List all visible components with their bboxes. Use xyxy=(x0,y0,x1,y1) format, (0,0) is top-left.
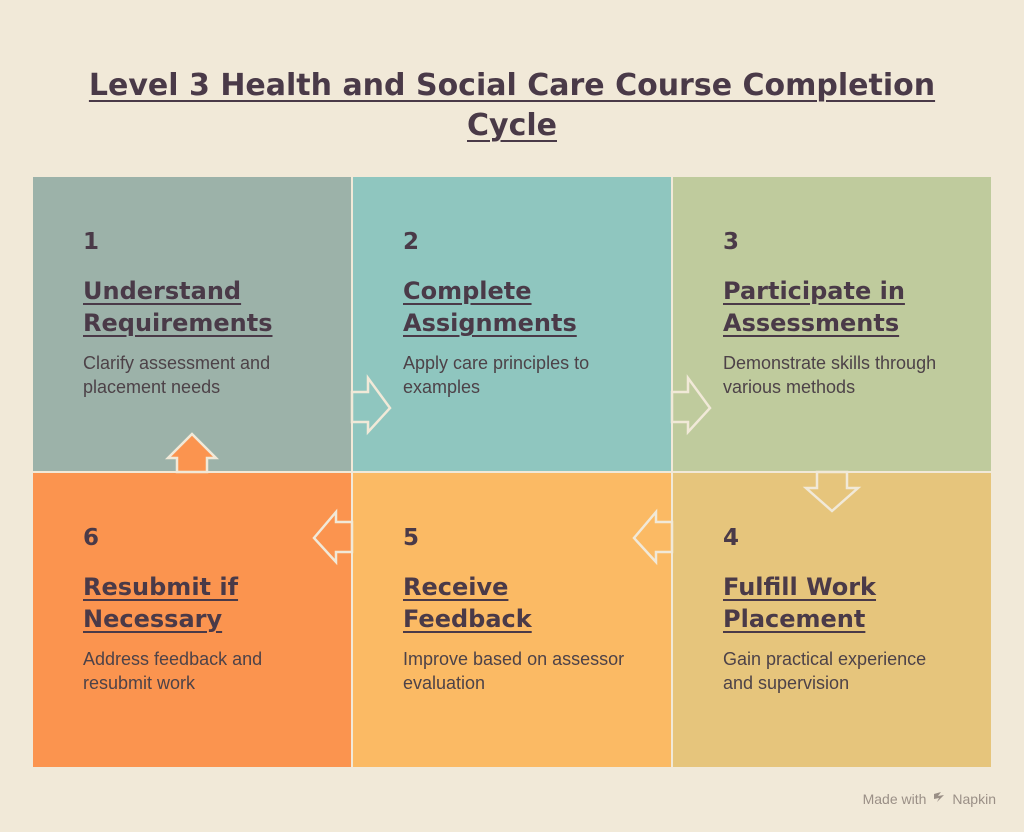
step-number: 4 xyxy=(723,525,740,551)
step-number: 2 xyxy=(403,229,420,255)
page-title: Level 3 Health and Social Care Course Co… xyxy=(88,68,936,143)
step-description: Gain practical experience and supervisio… xyxy=(723,649,927,693)
step-description: Demonstrate skills through various metho… xyxy=(723,353,937,397)
step-description: Improve based on assessor evaluation xyxy=(403,649,625,693)
step-heading: Complete Assignments xyxy=(403,277,577,337)
step-heading: Participate in Assessments xyxy=(723,277,905,337)
napkin-logo-icon xyxy=(932,790,946,807)
step-panel-1: 1 Understand Requirements Clarify assess… xyxy=(33,177,351,471)
step-description: Address feedback and resubmit work xyxy=(83,649,263,693)
step-description: Apply care principles to examples xyxy=(403,353,590,397)
step-panel-5: 5 Receive Feedback Improve based on asse… xyxy=(353,473,671,767)
step-panel-3: 3 Participate in Assessments Demonstrate… xyxy=(673,177,991,471)
step-heading: Resubmit if Necessary xyxy=(83,573,239,633)
step-number: 1 xyxy=(83,229,100,255)
step-number: 3 xyxy=(723,229,740,255)
step-panel-2: 2 Complete Assignments Apply care princi… xyxy=(353,177,671,471)
step-number: 5 xyxy=(403,525,420,551)
made-with-label: Made with xyxy=(862,790,927,807)
step-panel-6: 6 Resubmit if Necessary Address feedback… xyxy=(33,473,351,767)
step-panel-4: 4 Fulfill Work Placement Gain practical … xyxy=(673,473,991,767)
step-heading: Understand Requirements xyxy=(83,277,273,337)
step-heading: Receive Feedback xyxy=(403,573,532,633)
brand-label: Napkin xyxy=(952,790,996,807)
step-description: Clarify assessment and placement needs xyxy=(83,353,271,397)
step-heading: Fulfill Work Placement xyxy=(723,573,877,633)
step-number: 6 xyxy=(83,525,100,551)
footer-credit: Made with Napkin xyxy=(863,790,996,807)
